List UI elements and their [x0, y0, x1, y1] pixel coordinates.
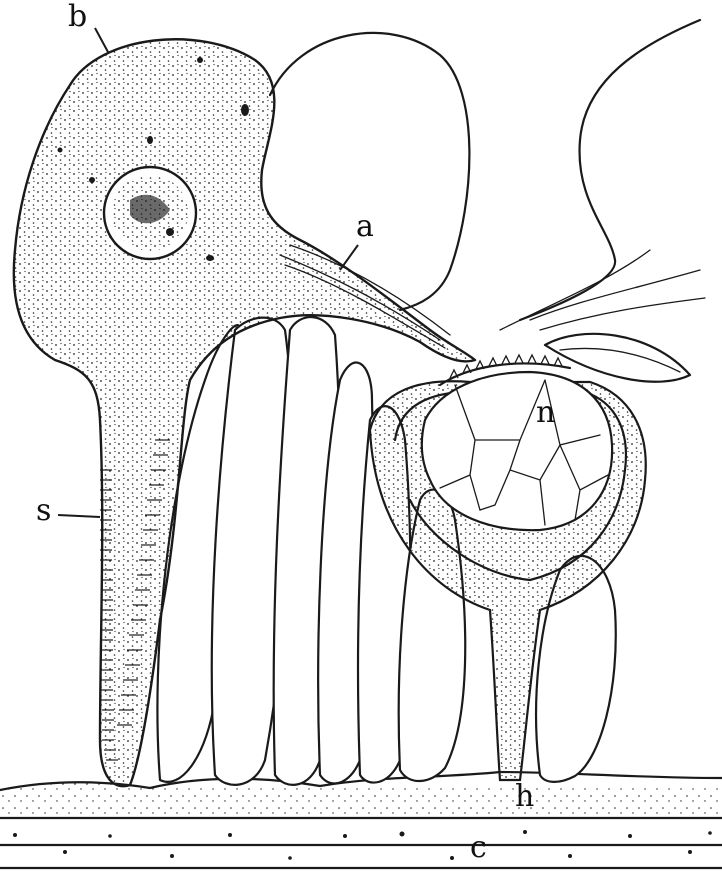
leader-b — [95, 28, 108, 52]
label-s: s — [36, 496, 51, 526]
label-n: n — [536, 398, 555, 428]
right-bean — [545, 334, 690, 382]
label-h: h — [515, 782, 534, 812]
layer-h — [0, 782, 722, 818]
cell-cluster-n — [422, 372, 612, 530]
nucleus — [104, 167, 196, 259]
leader-s — [58, 515, 100, 517]
leader-a — [340, 245, 358, 270]
label-a: a — [356, 212, 374, 242]
label-c: c — [470, 833, 487, 863]
label-b: b — [68, 2, 87, 32]
